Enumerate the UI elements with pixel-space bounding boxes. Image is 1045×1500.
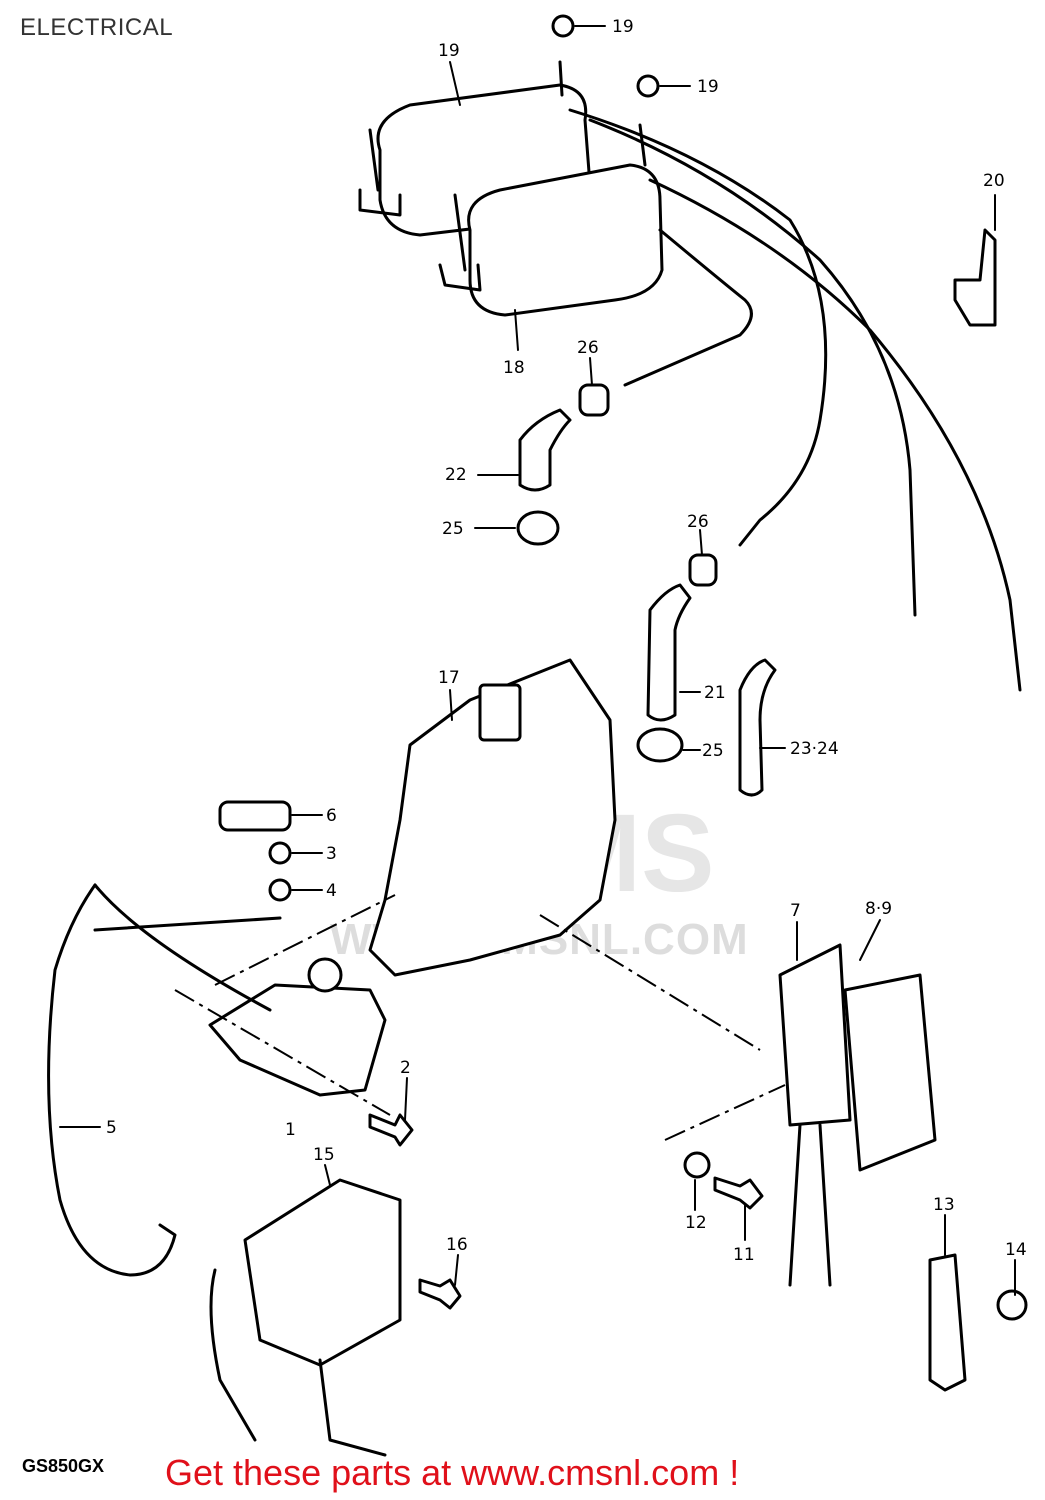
- nut-3[interactable]: [268, 841, 292, 865]
- assembly-line-d: [174, 989, 391, 1116]
- leader-17: [514, 309, 519, 351]
- leader-18: [449, 61, 461, 106]
- clamp-20[interactable]: [953, 228, 997, 327]
- cable-5[interactable]: [47, 883, 177, 1277]
- leader-26a: [589, 357, 593, 386]
- connector-26-lower[interactable]: [688, 553, 718, 587]
- washer-4[interactable]: [268, 878, 292, 902]
- ht-lead-c: [648, 178, 1022, 692]
- callout-25-lower: 25: [702, 741, 724, 761]
- diagram-title: ELECTRICAL: [20, 14, 174, 41]
- battery-lead: [93, 916, 282, 932]
- callout-11: 12: [685, 1213, 707, 1233]
- callout-17: 18: [503, 358, 525, 378]
- callout-21: 21: [704, 683, 726, 703]
- promo-link[interactable]: Get these parts at www.cmsnl.com !: [165, 1452, 740, 1493]
- callout-13: 14: [1005, 1240, 1027, 1260]
- assembly-line-a: [214, 894, 396, 986]
- relay-lead: [93, 883, 272, 1012]
- ignition-coil-17[interactable]: [438, 123, 664, 317]
- plug-cap-21[interactable]: [646, 583, 692, 722]
- nut-19-lower[interactable]: [636, 74, 660, 98]
- connector-26-upper[interactable]: [578, 383, 610, 417]
- callout-22: 22: [445, 465, 467, 485]
- ht-lead-b: [588, 118, 917, 617]
- callout-8-9: 8·9: [865, 899, 892, 919]
- callout-6: 6: [326, 806, 337, 826]
- callout-16: 17: [438, 668, 460, 688]
- callout-14: 15: [313, 1145, 335, 1165]
- fuse-box-leads: [788, 1123, 832, 1287]
- callout-15: 16: [446, 1235, 468, 1255]
- bracket-tab: [478, 683, 522, 742]
- callout-4: 4: [326, 881, 337, 901]
- regulator-harness: [318, 1358, 387, 1457]
- regulator-ground: [209, 1268, 257, 1442]
- washer-11[interactable]: [683, 1151, 711, 1179]
- bolt-10[interactable]: [713, 1176, 764, 1210]
- callout-5: 5: [106, 1118, 117, 1138]
- callout-7: 7: [790, 901, 801, 921]
- leader-14: [324, 1164, 331, 1186]
- fuse-box-7[interactable]: [778, 943, 852, 1127]
- bolt-15[interactable]: [418, 1278, 462, 1310]
- plug-cap-23-24[interactable]: [738, 658, 777, 797]
- relay-terminal: [307, 957, 343, 993]
- screw-13[interactable]: [996, 1289, 1028, 1321]
- callout-23-24: 23·24: [790, 739, 839, 759]
- seal-25-upper[interactable]: [516, 510, 560, 546]
- leader-16: [449, 689, 453, 721]
- callout-12: 13: [933, 1195, 955, 1215]
- starter-relay-1[interactable]: [208, 983, 387, 1097]
- seal-25-lower[interactable]: [636, 727, 684, 763]
- callout-25-upper: 25: [442, 519, 464, 539]
- callout-3: 3: [326, 844, 337, 864]
- nut-19-upper[interactable]: [551, 14, 575, 38]
- assembly-line-b: [539, 914, 761, 1051]
- assembly-line-c: [664, 1084, 786, 1141]
- leader-15: [454, 1254, 459, 1286]
- callout-2: 2: [400, 1058, 411, 1078]
- callout-1: 1: [285, 1120, 296, 1140]
- model-code: GS850GX: [22, 1456, 105, 1476]
- cap-6[interactable]: [218, 800, 292, 832]
- regulator-14[interactable]: [243, 1178, 402, 1367]
- callout-10: 11: [733, 1245, 755, 1265]
- leader-8-9: [859, 919, 881, 961]
- leader-26b: [699, 529, 703, 556]
- callout-26-lower: 26: [687, 512, 709, 532]
- callout-19-lower: 19: [697, 77, 719, 97]
- ht-lead-d: [623, 228, 753, 387]
- ht-lead-a: [568, 108, 828, 547]
- bolt-2[interactable]: [368, 1113, 414, 1147]
- fuse-box-cover[interactable]: [843, 973, 937, 1172]
- callout-26-upper: 26: [577, 338, 599, 358]
- callout-19-upper: 19: [612, 17, 634, 37]
- callout-18: 19: [438, 41, 460, 61]
- plug-cap-22[interactable]: [518, 408, 572, 492]
- callout-20: 20: [983, 171, 1005, 191]
- strap-12[interactable]: [928, 1253, 967, 1392]
- leader-2: [404, 1077, 408, 1121]
